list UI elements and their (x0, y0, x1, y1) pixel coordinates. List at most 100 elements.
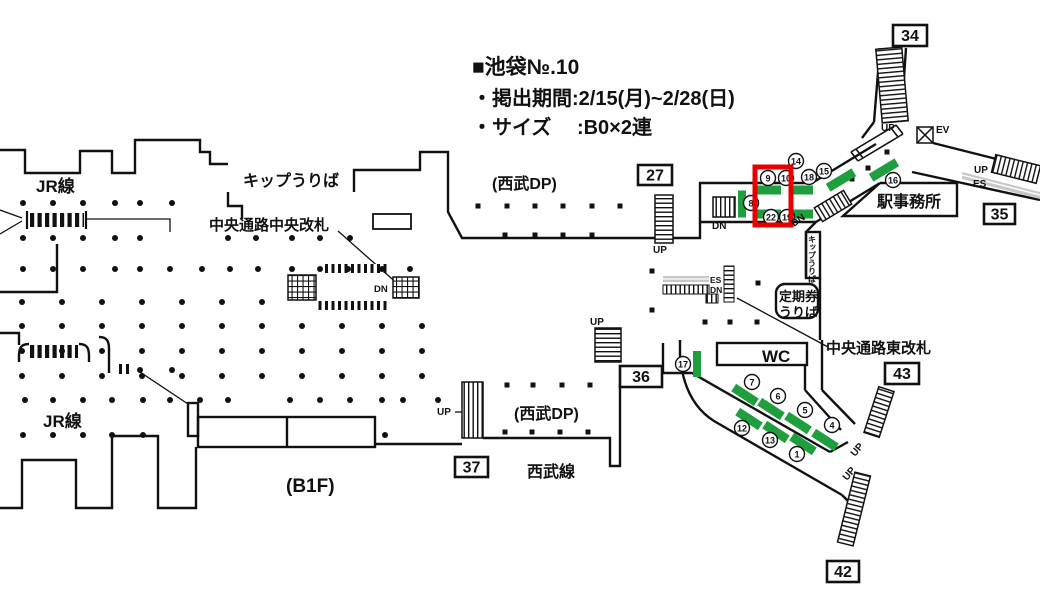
position-1-marker: 1 (788, 432, 817, 463)
pillar-dot (179, 323, 185, 329)
pillar-dot (287, 397, 293, 403)
wall-bottom-mid (375, 383, 622, 468)
pillar-dot (382, 432, 388, 438)
position-22-marker: 22 (757, 208, 781, 226)
annotation: ■池袋№.10 ・掲出期間:2/15(月)~2/28(日) ・サイズ :B0×2… (472, 55, 735, 139)
seibu-dp-lower-label: (西武DP) (514, 404, 579, 423)
pillar-dot (139, 348, 145, 354)
pillar-dot (137, 367, 143, 373)
pillar-dot (379, 323, 385, 329)
position-16-marker: 16 (868, 158, 902, 189)
map-ref-box-42: 42 (825, 559, 861, 584)
pillar-dot (99, 299, 105, 305)
pillar-dot (219, 348, 225, 354)
central-gate-comb-bottom (318, 301, 388, 310)
pillar-dot-square (504, 382, 510, 388)
east-gate-comb (705, 293, 719, 304)
up-stair-43: UP (849, 441, 867, 459)
pillar-dots-layer (19, 149, 890, 438)
ticket-office-side-box (804, 230, 822, 280)
position-10-number: 10 (781, 173, 791, 183)
pillar-dot (137, 266, 143, 272)
stair-43 (863, 385, 895, 439)
map-ref-box-34-number: 34 (901, 28, 919, 45)
pillar-dot (169, 200, 175, 206)
position-8-number: 8 (748, 198, 753, 208)
pillar-dot (19, 299, 25, 305)
b1f-label: (B1F) (286, 476, 335, 497)
position-4-circle (823, 416, 841, 434)
jr-gate-lower-brackets (17, 335, 111, 373)
pillar-dot (407, 266, 413, 272)
position-12-marker: 12 (733, 407, 763, 437)
position-13-number: 13 (765, 435, 775, 445)
pillar-dot (137, 235, 143, 241)
wall-top-left-jagged (0, 138, 228, 175)
left-edge-line-1 (0, 209, 23, 219)
wc-label: WC (762, 347, 790, 366)
stair-34 (875, 46, 909, 124)
pillar-dot-square (865, 165, 871, 171)
position-16-number: 16 (888, 175, 898, 185)
pillar-dot (80, 235, 86, 241)
pillar-dot (167, 266, 173, 272)
up-stair-east: UP (974, 165, 988, 176)
map-ref-box-43-frame (883, 361, 921, 386)
pillar-dot (347, 397, 353, 403)
position-1-number: 1 (794, 449, 799, 459)
pillar-dot (140, 397, 146, 403)
stair-dn-corridor-a (712, 196, 736, 218)
map-ref-box-35-number: 35 (991, 207, 1009, 224)
stair-corridor-east (990, 153, 1040, 185)
stair-36 (594, 327, 622, 363)
pillar-dot (50, 235, 56, 241)
pillar-dot-square (559, 382, 565, 388)
pillar-dot (22, 397, 28, 403)
wall-corridor-e-top (661, 343, 831, 454)
pillar-dot-square (560, 203, 566, 209)
leader-small-booth (139, 371, 189, 405)
pillar-dot (225, 397, 231, 403)
pillar-dot (419, 323, 425, 329)
position-9-bar (757, 185, 781, 195)
pillar-dot (435, 397, 441, 403)
pillar-dot-square (884, 149, 890, 155)
pillar-dot (109, 432, 115, 438)
map-ref-box-35: 35 (982, 202, 1017, 226)
position-6-bar (757, 397, 785, 421)
position-8-bar (738, 190, 746, 218)
pillar-dot (259, 348, 265, 354)
map-ref-box-36: 36 (618, 364, 664, 389)
pillar-dot (219, 323, 225, 329)
pillar-dot (419, 348, 425, 354)
map-ref-box-43: 43 (883, 361, 921, 386)
position-12-circle (733, 419, 751, 437)
position-7-bar (731, 383, 759, 407)
pillar-dot-square (532, 203, 538, 209)
pillar-dot (259, 323, 265, 329)
pillar-dot (50, 200, 56, 206)
pass-office-label-2: うりば (779, 305, 818, 320)
small-booth-left (186, 401, 200, 438)
stair-27 (654, 194, 674, 244)
central-escalator (392, 276, 420, 299)
dn-central-esc: DN (374, 284, 388, 295)
station-office-label: 駅事務所 (876, 192, 941, 211)
pillar-dot (259, 299, 265, 305)
pillar-dot (179, 299, 185, 305)
escalator-34 (850, 124, 904, 162)
pillar-dot (50, 397, 56, 403)
dn-east-gate: DN (710, 285, 722, 295)
central-gate-comb-top (322, 264, 388, 273)
position-5-marker: 5 (784, 401, 814, 435)
pillar-dot (80, 397, 86, 403)
position-4-number: 4 (829, 420, 834, 430)
pillar-dot (197, 397, 203, 403)
stair-dn-corridor-b (813, 189, 853, 223)
pillar-dot-square (557, 429, 563, 435)
annotation-line3: ・サイズ :B0×2連 (472, 115, 653, 139)
pillar-dot-square (587, 382, 593, 388)
pillar-dot (199, 266, 205, 272)
pillar-dot-square (754, 319, 760, 325)
